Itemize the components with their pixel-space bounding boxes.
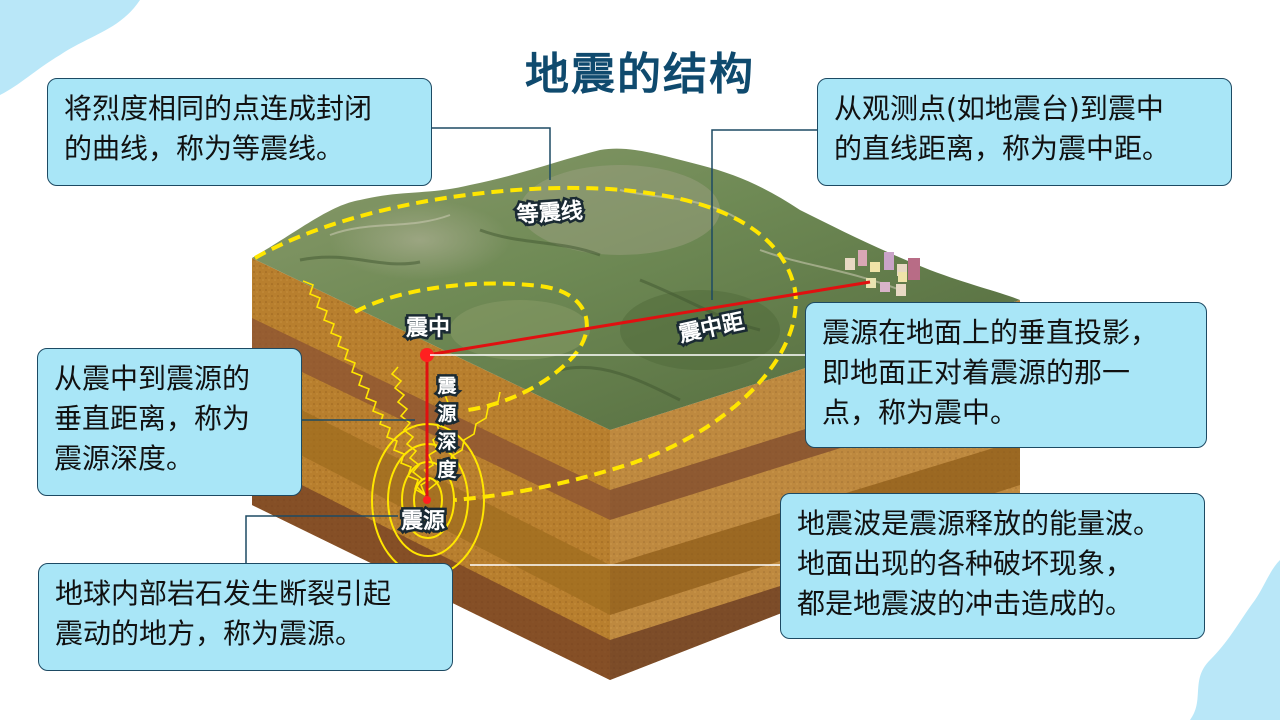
callout-epicenter-line3: 点，称为震中。 xyxy=(822,396,1019,429)
callout-seismic-wave-line1: 地震波是震源释放的能量波。 xyxy=(797,507,1162,540)
callout-focal-depth-line3: 震源深度。 xyxy=(54,442,195,475)
callout-epicentral-distance-line1: 从观测点(如地震台)到震中 xyxy=(834,92,1164,125)
callout-seismic-wave-line3: 都是地震波的冲击造成的。 xyxy=(797,587,1134,620)
label-focal-depth-char-2: 源 xyxy=(437,402,456,425)
callout-hypocenter-line2: 震动的地方，称为震源。 xyxy=(55,617,364,650)
isoseismal-line-inner xyxy=(354,281,589,412)
decor-blob-top-left xyxy=(0,0,140,95)
callout-focal-depth-line2: 垂直距离，称为 xyxy=(54,402,251,435)
label-hypocenter: 震源 xyxy=(401,509,445,534)
hypocenter-dot xyxy=(423,496,431,504)
epicenter-dot xyxy=(420,348,434,362)
label-epicenter: 震中 xyxy=(406,316,450,341)
callout-epicentral-distance-line2: 的直线距离，称为震中距。 xyxy=(834,132,1171,165)
label-focal-depth-char-4: 度 xyxy=(437,458,457,481)
decor-blob-bottom-right xyxy=(1190,560,1280,720)
callout-isoseismal-line1: 将烈度相同的点连成封闭 xyxy=(64,92,373,125)
callout-hypocenter: 地球内部岩石发生断裂引起 震动的地方，称为震源。 xyxy=(38,563,453,671)
callout-seismic-wave: 地震波是震源释放的能量波。 地面出现的各种破坏现象， 都是地震波的冲击造成的。 xyxy=(780,493,1205,639)
town-icon xyxy=(845,250,920,296)
callout-epicentral-distance: 从观测点(如地震台)到震中 的直线距离，称为震中距。 xyxy=(817,78,1232,186)
epicentral-distance-line xyxy=(426,280,871,357)
callout-isoseismal-line2: 的曲线，称为等震线。 xyxy=(64,132,345,165)
page-title: 地震的结构 xyxy=(525,49,755,100)
connector-lines xyxy=(245,127,818,566)
callout-hypocenter-line1: 地球内部岩石发生断裂引起 xyxy=(55,577,392,610)
callout-focal-depth-line1: 从震中到震源的 xyxy=(54,362,251,395)
callout-epicenter: 震源在地面上的垂直投影， 即地面正对着震源的那一 点，称为震中。 xyxy=(805,302,1207,448)
callout-epicenter-line2: 即地面正对着震源的那一 xyxy=(822,356,1131,389)
callout-epicenter-line1: 震源在地面上的垂直投影， xyxy=(822,316,1159,349)
label-focal-depth-char-1: 震 xyxy=(437,375,457,397)
callout-seismic-wave-line2: 地面出现的各种破坏现象， xyxy=(797,547,1134,580)
isoseismal-line-outer xyxy=(254,185,798,502)
label-focal-depth-char-3: 深 xyxy=(437,430,456,453)
label-isoseismal-line: 等震线 xyxy=(516,198,584,229)
callout-focal-depth: 从震中到震源的 垂直距离，称为 震源深度。 xyxy=(37,348,302,496)
callout-isoseismal: 将烈度相同的点连成封闭 的曲线，称为等震线。 xyxy=(47,78,432,186)
